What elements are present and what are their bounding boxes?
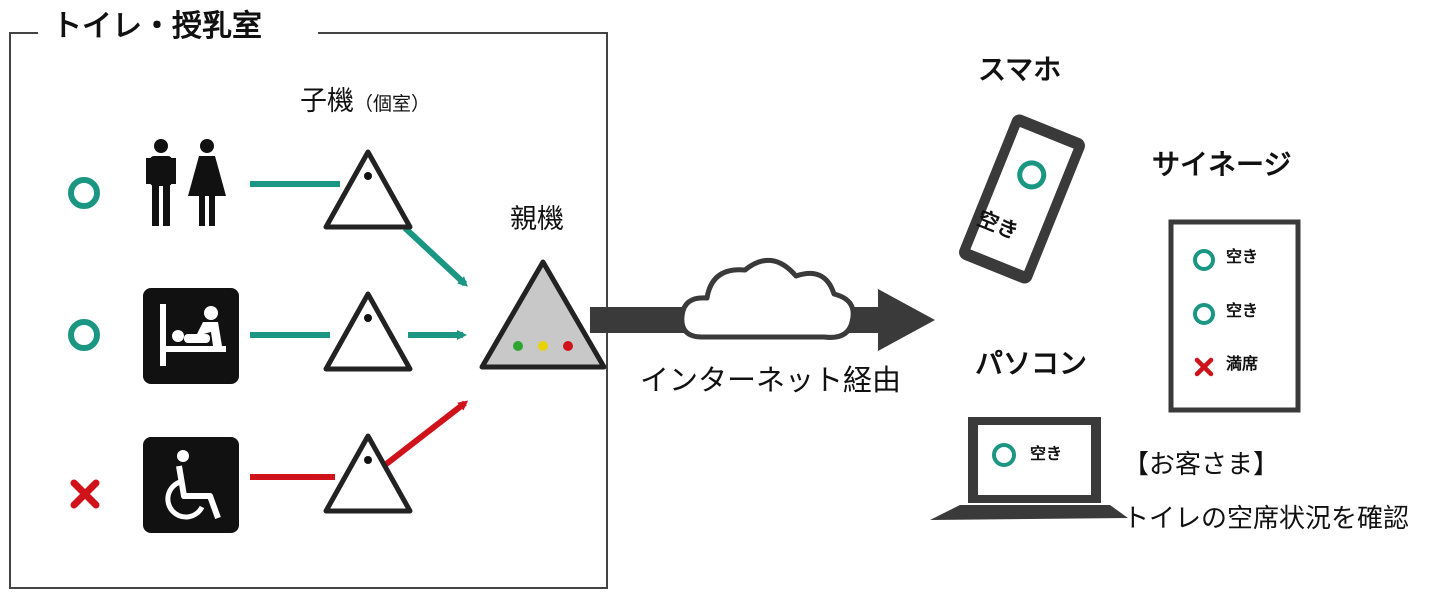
child-unit-note: （個室）	[354, 93, 431, 115]
pc-status-text: 空き	[1030, 444, 1063, 463]
signage-status-text: 空き	[1226, 247, 1259, 266]
occupied-cross-icon	[1194, 357, 1214, 377]
smartphone-device	[959, 114, 1085, 284]
signage-title: サイネージ	[1152, 148, 1292, 181]
occupied-cross-icon	[70, 479, 100, 509]
customer-description: トイレの空席状況を確認	[1123, 504, 1410, 534]
pc-title: パソコン	[975, 347, 1088, 380]
customer-label: 【お客さま】	[1123, 450, 1280, 480]
network-label: インターネット経由	[640, 363, 902, 397]
signal-arrow	[383, 400, 469, 468]
parent-unit	[479, 259, 607, 370]
restroom-icon	[146, 139, 226, 226]
available-circle-icon	[1017, 160, 1047, 190]
baby-changing-icon	[143, 288, 239, 384]
laptop-device	[930, 417, 1128, 520]
parent-unit-label: 親機	[510, 204, 564, 235]
signage-device	[1168, 219, 1301, 413]
available-circle-icon	[992, 443, 1016, 467]
child-unit	[323, 433, 413, 514]
red-led	[563, 341, 573, 351]
child-unit	[323, 291, 413, 372]
available-circle-icon	[1193, 249, 1215, 271]
available-circle-icon	[68, 177, 100, 209]
child-unit	[323, 149, 413, 230]
green-led	[513, 341, 523, 351]
available-circle-icon	[1193, 303, 1215, 325]
yellow-led	[538, 341, 548, 351]
signage-status-text: 満席	[1226, 354, 1259, 373]
cloud-icon	[679, 257, 856, 340]
available-circle-icon	[68, 319, 100, 351]
facility-title: トイレ・授乳室	[42, 12, 272, 42]
child-unit-label: 子機（個室）	[300, 86, 431, 117]
facility-frame	[9, 32, 608, 589]
smartphone-title: スマホ	[978, 53, 1062, 86]
signage-status-text: 空き	[1226, 301, 1259, 320]
wheelchair-icon	[143, 437, 239, 533]
signal-arrow	[402, 225, 468, 287]
